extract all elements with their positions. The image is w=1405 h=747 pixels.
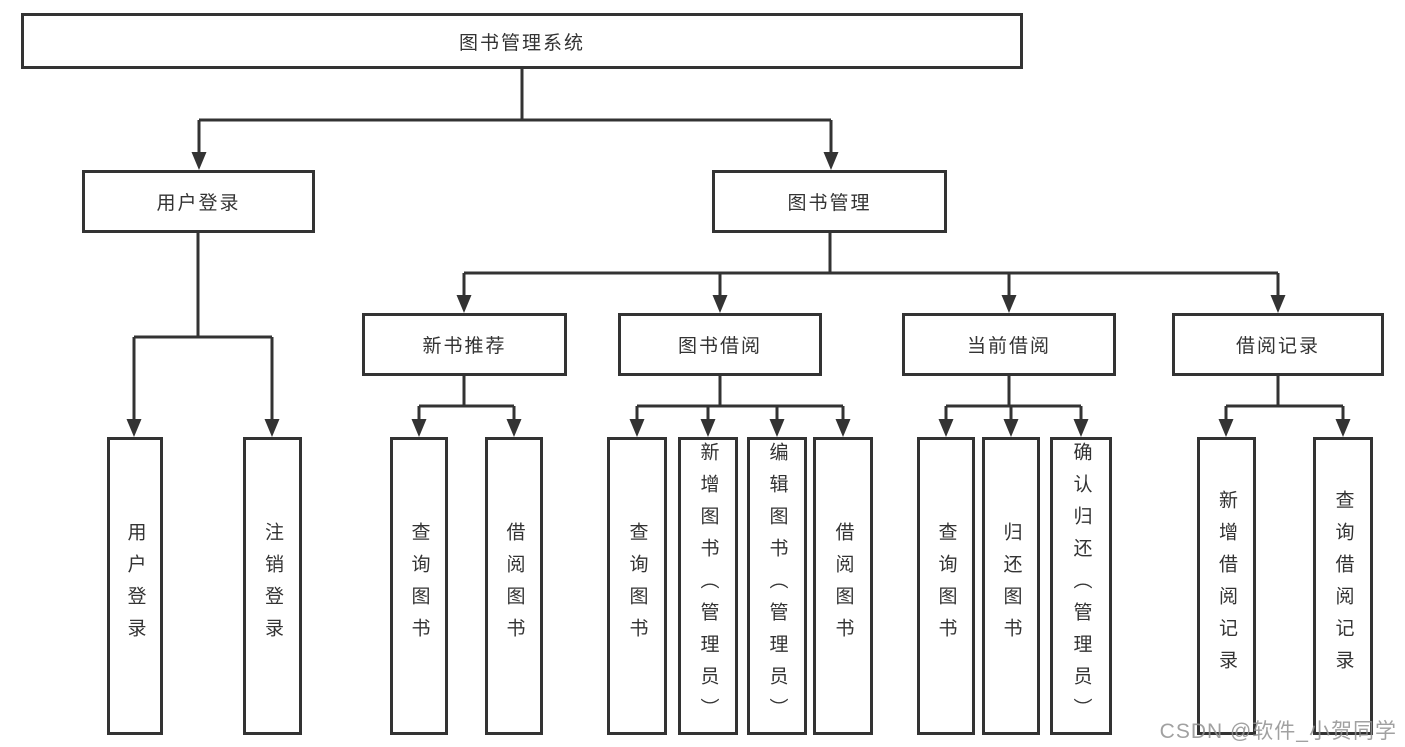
arrow-down-icon: [126, 419, 142, 437]
arrow-down-icon: [191, 152, 207, 170]
leaf-confirm-return-admin: 确认归还（管理员）: [1050, 437, 1112, 735]
leaf-query-books-recommend: 查询图书: [390, 437, 448, 735]
node-new-book-recommend: 新书推荐: [362, 313, 567, 376]
leaf-query-books-borrow: 查询图书: [607, 437, 667, 735]
arrow-down-icon: [700, 419, 716, 437]
connector-root-to-level2: [191, 69, 839, 170]
arrow-down-icon: [264, 419, 280, 437]
csdn-watermark: CSDN @软件_小贺同学: [1159, 720, 1397, 743]
node-user-login: 用户登录: [82, 170, 315, 233]
connector-new-book-recommend-children: [411, 376, 522, 437]
arrow-down-icon: [938, 419, 954, 437]
node-library-management-system: 图书管理系统: [21, 13, 1023, 69]
connector-book-management-children: [456, 233, 1286, 313]
arrow-down-icon: [1270, 295, 1286, 313]
arrow-down-icon: [1335, 419, 1351, 437]
arrow-down-icon: [411, 419, 427, 437]
connector-book-borrow-children: [629, 376, 851, 437]
connector-borrow-records-children: [1218, 376, 1351, 437]
node-label: 图书管理: [787, 193, 872, 214]
arrow-down-icon: [1218, 419, 1234, 437]
leaf-add-borrow-record: 新增借阅记录: [1197, 437, 1256, 735]
connector-current-borrow-children: [938, 376, 1089, 437]
node-label: 新书推荐: [422, 336, 507, 357]
node-label: 借阅图书: [832, 522, 854, 650]
node-book-management: 图书管理: [712, 170, 947, 233]
arrow-down-icon: [835, 419, 851, 437]
node-borrow-records: 借阅记录: [1172, 313, 1384, 376]
node-label: 归还图书: [1000, 522, 1022, 650]
arrow-down-icon: [1003, 419, 1019, 437]
arrow-down-icon: [506, 419, 522, 437]
node-label: 查询借阅记录: [1332, 490, 1354, 682]
node-label: 编辑图书（管理员）: [766, 442, 788, 730]
connector-user-login-children: [126, 233, 280, 437]
arrow-down-icon: [769, 419, 785, 437]
arrow-down-icon: [1001, 295, 1017, 313]
leaf-borrow-books-recommend: 借阅图书: [485, 437, 543, 735]
node-label: 查询图书: [408, 522, 430, 650]
arrow-down-icon: [712, 295, 728, 313]
arrow-down-icon: [629, 419, 645, 437]
node-book-borrow: 图书借阅: [618, 313, 822, 376]
arrow-down-icon: [456, 295, 472, 313]
arrow-down-icon: [1073, 419, 1089, 437]
node-label: 用户登录: [124, 522, 146, 650]
node-label: 新增借阅记录: [1216, 490, 1237, 682]
leaf-query-borrow-record: 查询借阅记录: [1313, 437, 1373, 735]
node-current-borrow: 当前借阅: [902, 313, 1116, 376]
node-label: 查询图书: [935, 522, 957, 650]
node-label: 借阅记录: [1235, 336, 1320, 357]
node-label: 注销登录: [262, 522, 283, 650]
node-label: 确认归还（管理员）: [1070, 442, 1092, 730]
arrow-down-icon: [823, 152, 839, 170]
leaf-borrow-books: 借阅图书: [813, 437, 873, 735]
leaf-return-books: 归还图书: [982, 437, 1040, 735]
node-label: 图书管理系统: [458, 32, 585, 54]
node-label: 借阅图书: [503, 522, 525, 650]
leaf-query-books-current: 查询图书: [917, 437, 975, 735]
leaf-add-books-admin: 新增图书（管理员）: [678, 437, 738, 735]
node-label: 新增图书（管理员）: [697, 442, 719, 730]
node-label: 当前借阅: [966, 336, 1051, 357]
node-label: 用户登录: [156, 193, 241, 214]
node-label: 查询图书: [626, 522, 648, 650]
leaf-user-login: 用户登录: [107, 437, 163, 735]
node-label: 图书借阅: [677, 336, 762, 357]
leaf-edit-books-admin: 编辑图书（管理员）: [747, 437, 807, 735]
leaf-logout: 注销登录: [243, 437, 302, 735]
